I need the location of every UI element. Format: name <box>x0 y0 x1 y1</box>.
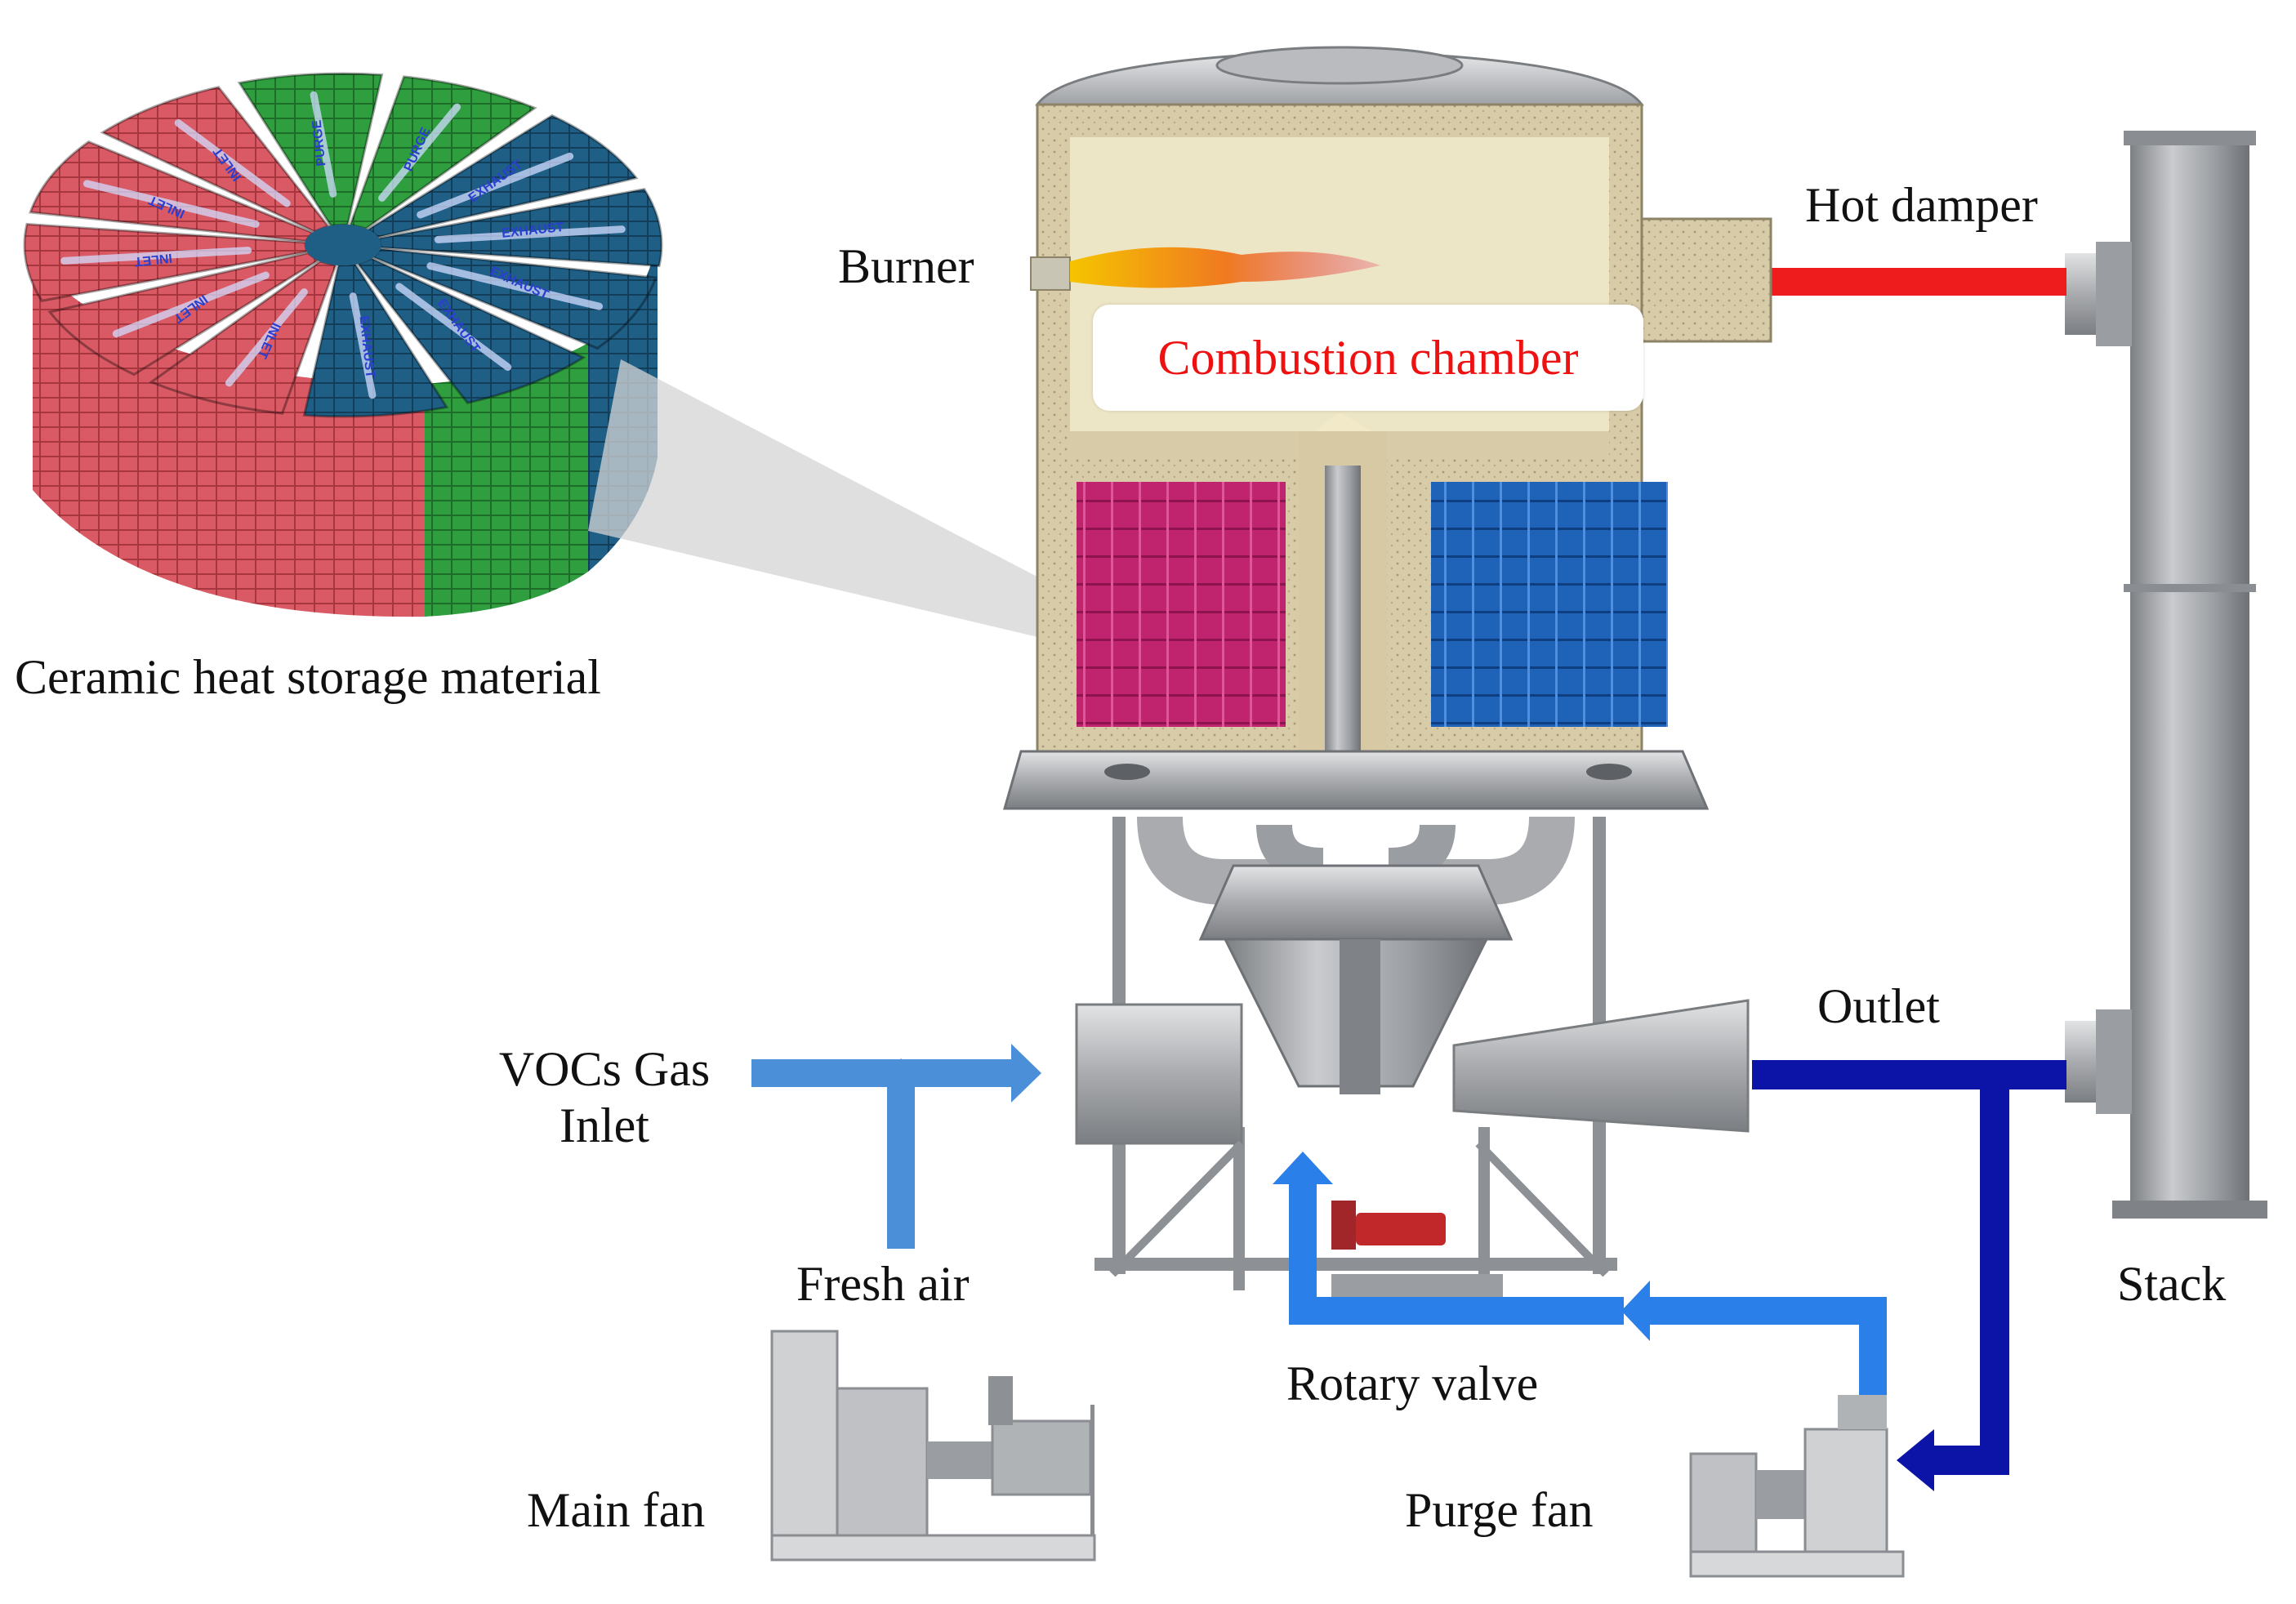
combustion-chamber-callout: Combustion chamber <box>1093 305 1643 411</box>
wheel-sector-arrow <box>417 152 574 219</box>
wheel-sector-arrow <box>349 292 377 399</box>
wheel-sector-arrow <box>82 180 260 228</box>
label-main-fan: Main fan <box>527 1483 706 1537</box>
label-stack: Stack <box>2117 1257 2227 1311</box>
label-ceramic-heat-storage: Ceramic heat storage material <box>15 650 601 704</box>
wheel-sector-arrow <box>434 225 626 243</box>
wheel-sector-arrow <box>225 288 308 387</box>
wheel-sector-label: PURGE <box>310 119 329 167</box>
hot-damper-duct <box>1771 268 2066 296</box>
wheel-sector-exhaust <box>377 187 663 268</box>
label-purge-fan: Purge fan <box>1405 1483 1594 1537</box>
zoom-wedge <box>588 359 1176 670</box>
label-hot-damper: Hot damper <box>1805 178 2038 232</box>
wheel-sector-inlet <box>23 222 309 303</box>
label-vocs-line2: Inlet <box>560 1098 649 1152</box>
label-outlet: Outlet <box>1817 979 1940 1033</box>
wheel-sector-arrow <box>310 91 337 198</box>
purge-flow-arrows <box>1273 1152 1887 1395</box>
rto-vessel <box>1003 46 1772 810</box>
wheel-sector-arrow <box>112 271 270 338</box>
wheel-sector-purge <box>237 72 384 227</box>
wheel-sector-inlet <box>29 140 315 243</box>
outlet-flow-arrows <box>1752 1060 2066 1491</box>
label-combustion-chamber: Combustion chamber <box>1157 330 1579 385</box>
main-fan-unit <box>770 1330 1096 1562</box>
label-fresh-air: Fresh air <box>796 1257 970 1311</box>
wheel-sector-purge <box>348 75 537 230</box>
stack-tower <box>2065 131 2267 1219</box>
purge-fan-unit <box>1689 1395 1905 1578</box>
wheel-sector-exhaust <box>302 263 449 418</box>
wheel-hub <box>305 224 381 266</box>
label-vocs-gas-inlet: VOCs Gas Inlet <box>478 1041 731 1154</box>
wheel-sector-arrow <box>60 247 252 265</box>
wheel-sector-arrow <box>174 118 291 207</box>
wheel-sector-label: INLET <box>134 251 173 269</box>
wheel-side-green <box>425 343 588 617</box>
label-vocs-line1: VOCs Gas <box>498 1042 711 1096</box>
inlet-flow-arrows <box>751 1044 1041 1249</box>
wheel-sector-arrow <box>395 283 512 372</box>
wheel-sector-arrow <box>378 103 461 202</box>
wheel-sector-exhaust <box>371 247 658 350</box>
rto-base-structure <box>1075 816 1750 1299</box>
wheel-sector-arrow <box>426 262 604 310</box>
label-burner: Burner <box>838 239 974 293</box>
label-rotary-valve: Rotary valve <box>1286 1357 1539 1410</box>
wheel-sector-inlet <box>149 260 338 415</box>
